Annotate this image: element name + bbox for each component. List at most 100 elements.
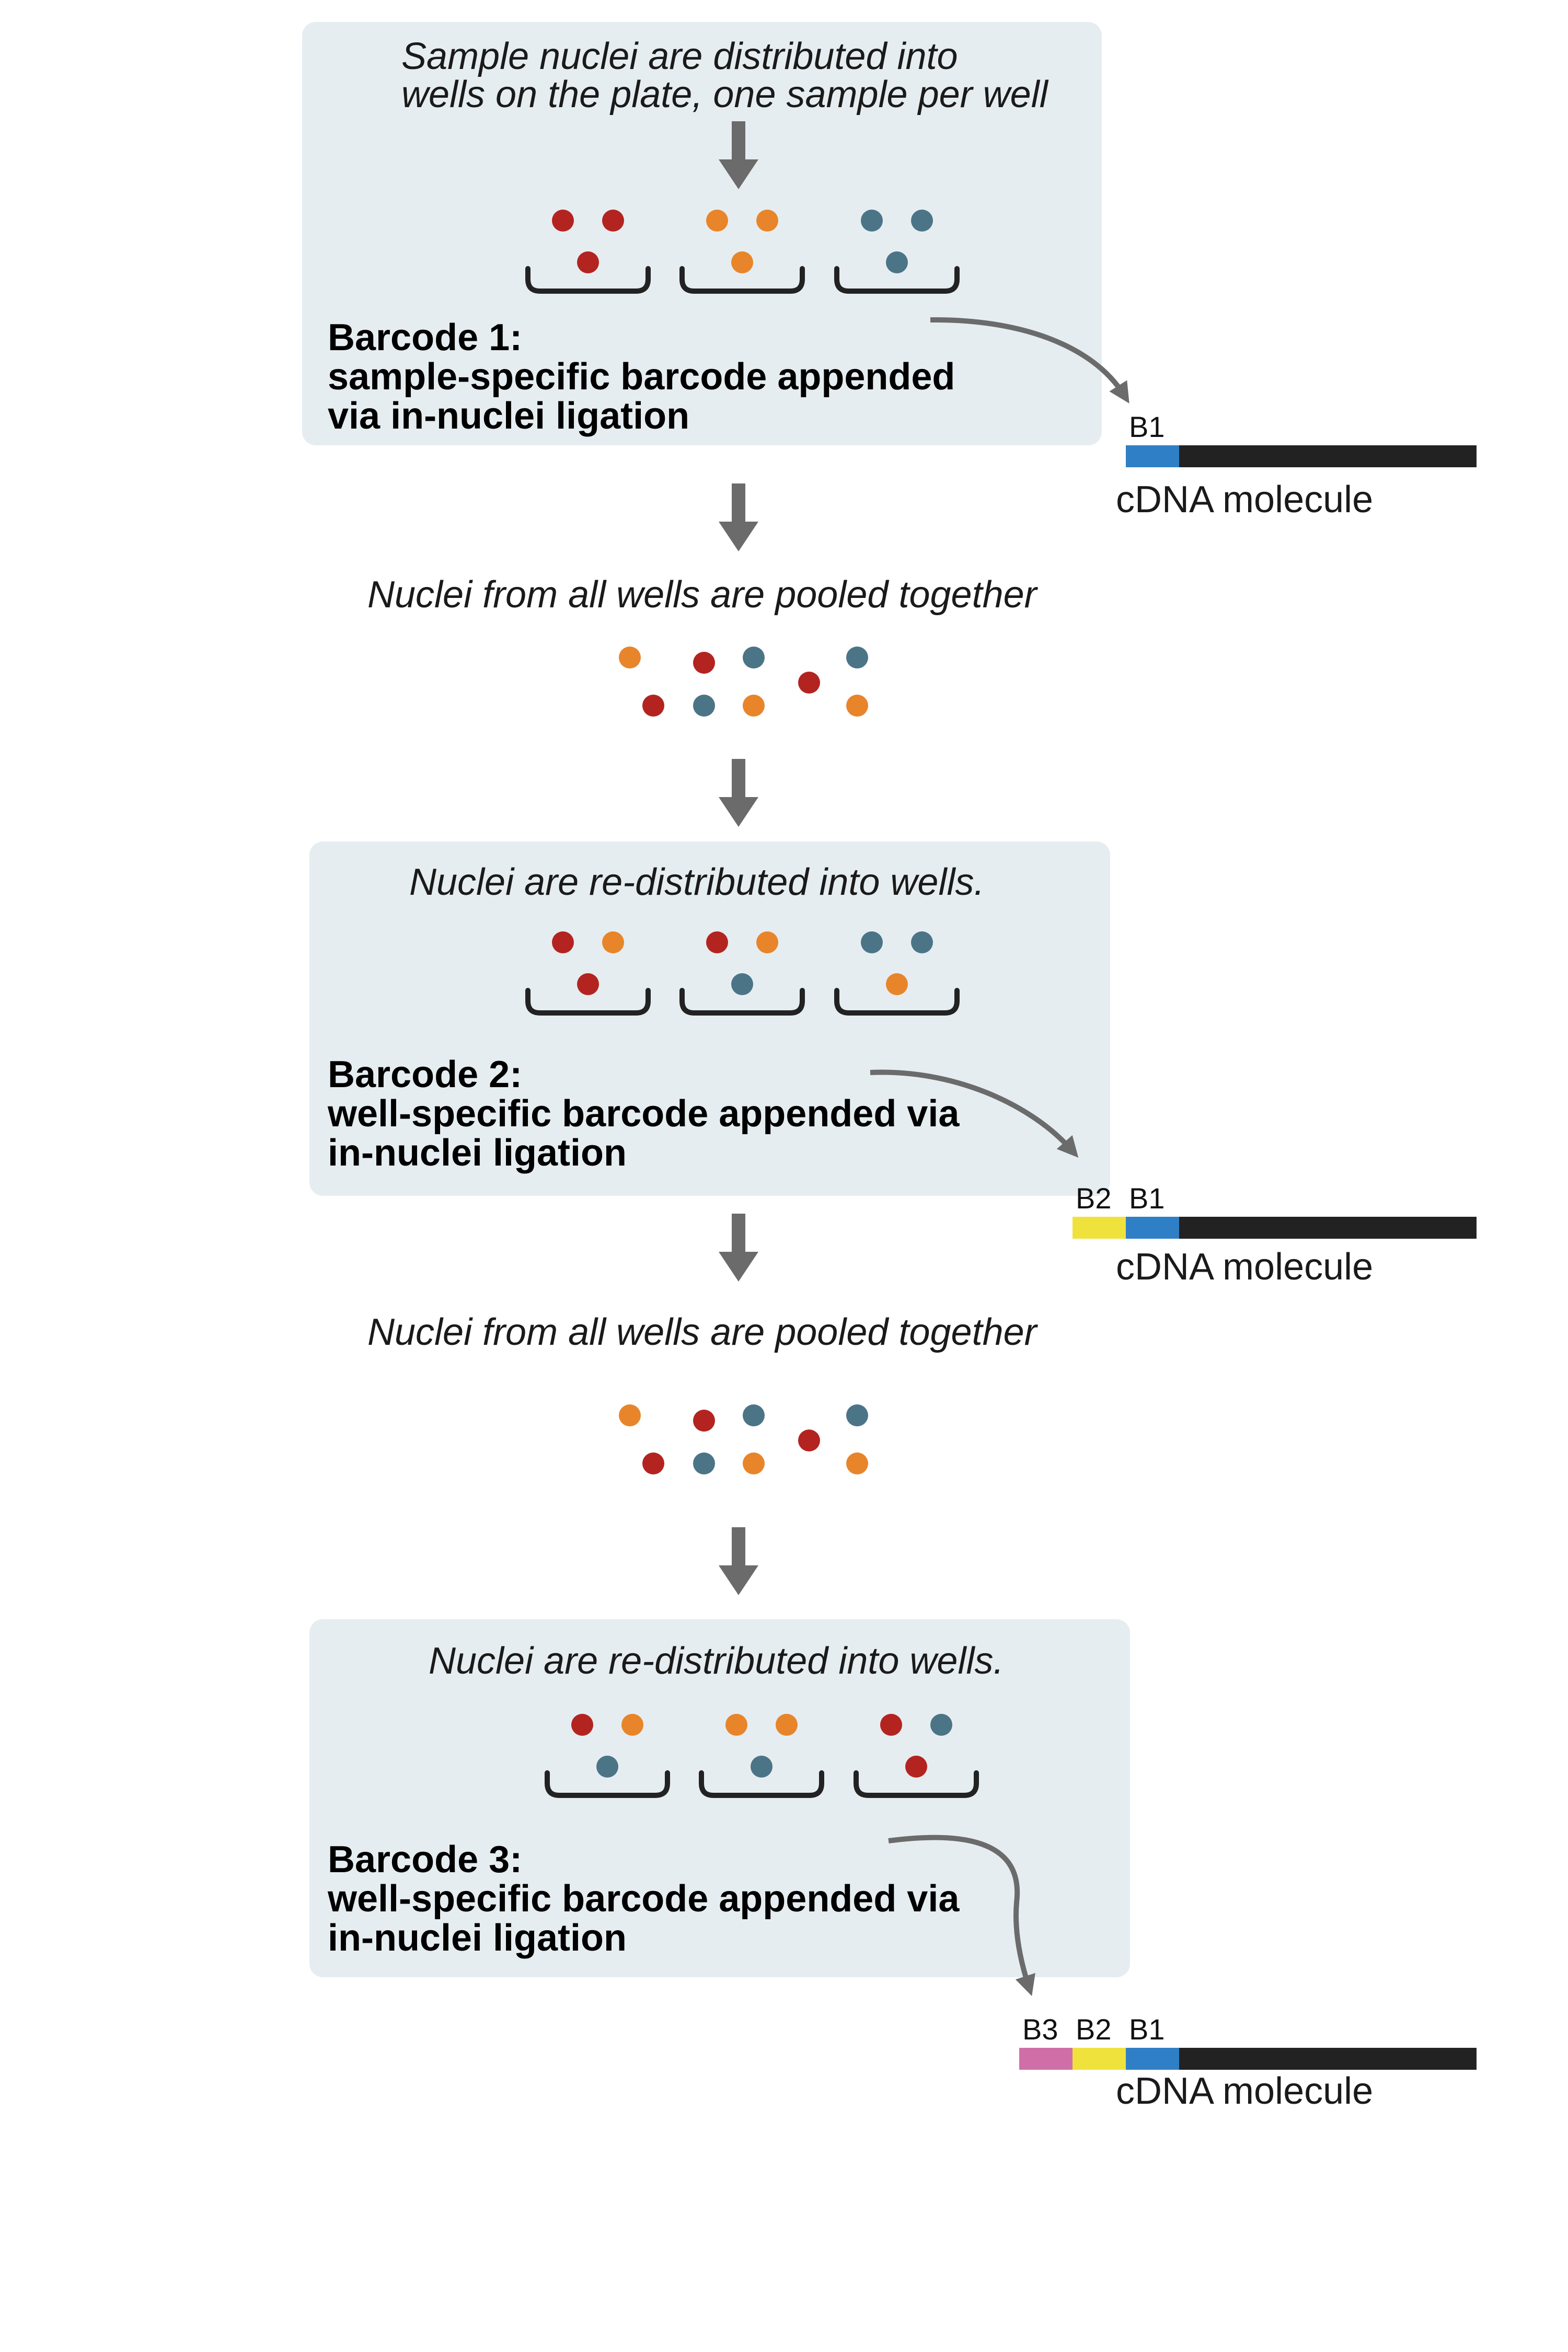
- well-bracket: [525, 266, 651, 294]
- barcode-segment-b2: [1073, 1217, 1126, 1239]
- down-arrow-icon: [719, 121, 758, 189]
- step3-panel: [309, 1619, 1130, 1977]
- curved-arrow-icon: [930, 317, 1129, 403]
- well: [834, 931, 960, 1016]
- down-arrow-icon: [719, 759, 758, 827]
- cdna-body: [1179, 2048, 1477, 2070]
- cdna-molecule-2: B2 B1: [1073, 1182, 1477, 1239]
- nucleus-dot: [596, 1756, 618, 1778]
- nucleus-dot: [552, 210, 574, 232]
- step2-wells: [525, 931, 960, 1016]
- nucleus-dot: [743, 647, 765, 668]
- well-bracket: [699, 1770, 824, 1798]
- curved-arrow-icon: [888, 1835, 1035, 1997]
- barcode-segment-b1: [1126, 2048, 1179, 2070]
- well-bracket: [525, 988, 651, 1016]
- barcode-segment-b3: [1019, 2048, 1073, 2070]
- well-bracket: [854, 1770, 979, 1798]
- nucleus-dot: [693, 695, 715, 717]
- well-bracket: [545, 1770, 670, 1798]
- cdna-body: [1179, 1217, 1477, 1239]
- nucleus-dot: [756, 931, 778, 953]
- barcode2-description-line2: in-nuclei ligation: [328, 1132, 627, 1174]
- nucleus-dot: [905, 1756, 927, 1778]
- nucleus-dot: [861, 931, 883, 953]
- barcode-segment-label: B1: [1129, 410, 1165, 443]
- barcode1-title: Barcode 1:: [328, 317, 522, 359]
- cdna-molecule-1: B1: [1126, 410, 1477, 467]
- nucleus-dot: [846, 1452, 868, 1474]
- nucleus-dot: [798, 1429, 820, 1451]
- pool1-caption: Nuclei from all wells are pooled togethe…: [367, 574, 1039, 616]
- nucleus-dot: [725, 1714, 747, 1736]
- nucleus-dot: [911, 210, 933, 232]
- nucleus-dot: [751, 1756, 773, 1778]
- nucleus-dot: [846, 647, 868, 668]
- step2-panel: [309, 841, 1110, 1196]
- nucleus-dot: [577, 251, 599, 273]
- cdna-molecule-3-label: cDNA molecule: [1116, 2070, 1373, 2112]
- cdna-molecule-1-label: cDNA molecule: [1116, 479, 1373, 521]
- barcode1-description-line2: via in-nuclei ligation: [328, 395, 689, 437]
- barcode3-description-line2: in-nuclei ligation: [328, 1917, 627, 1959]
- nucleus-dot: [776, 1714, 798, 1736]
- nucleus-dot: [846, 1404, 868, 1426]
- nucleus-dot: [621, 1714, 643, 1736]
- nucleus-dot: [911, 931, 933, 953]
- nucleus-dot: [798, 672, 820, 694]
- nucleus-dot: [886, 251, 908, 273]
- nucleus-dot: [642, 1452, 664, 1474]
- nucleus-dot: [743, 695, 765, 717]
- well-bracket: [834, 988, 960, 1016]
- barcode2-title: Barcode 2:: [328, 1054, 522, 1096]
- nucleus-dot: [693, 1452, 715, 1474]
- nucleus-dot: [571, 1714, 593, 1736]
- nucleus-dot: [602, 210, 624, 232]
- barcode-segment-label: B2: [1076, 1182, 1112, 1215]
- nucleus-dot: [731, 973, 753, 995]
- well: [525, 210, 651, 294]
- step1-caption-line2: wells on the plate, one sample per well: [401, 74, 1049, 116]
- well: [525, 931, 651, 1016]
- nucleus-dot: [846, 695, 868, 717]
- nucleus-dot: [731, 251, 753, 273]
- nucleus-dot: [552, 931, 574, 953]
- barcode3-title: Barcode 3:: [328, 1839, 522, 1881]
- step3-wells: [545, 1714, 979, 1798]
- nucleus-dot: [886, 973, 908, 995]
- down-arrow-icon: [719, 483, 758, 551]
- nucleus-dot: [619, 1404, 641, 1426]
- well: [854, 1714, 979, 1798]
- well: [679, 931, 805, 1016]
- nucleus-dot: [602, 931, 624, 953]
- pool2-caption: Nuclei from all wells are pooled togethe…: [367, 1311, 1039, 1353]
- nucleus-dot: [930, 1714, 952, 1736]
- cdna-body: [1179, 445, 1477, 467]
- step1-panel: [302, 22, 1102, 445]
- step2-caption: Nuclei are re-distributed into wells.: [409, 861, 984, 903]
- well-bracket: [679, 266, 805, 294]
- well-bracket: [834, 266, 960, 294]
- nucleus-dot: [642, 695, 664, 717]
- well: [699, 1714, 824, 1798]
- barcode2-description-line1: well-specific barcode appended via: [327, 1093, 960, 1135]
- nucleus-dot: [756, 210, 778, 232]
- down-arrow-icon: [719, 1527, 758, 1595]
- barcode-segment-label: B1: [1129, 1182, 1165, 1215]
- cdna-molecule-2-label: cDNA molecule: [1116, 1246, 1373, 1288]
- step1-caption-line1: Sample nuclei are distributed into: [401, 36, 958, 77]
- barcode1-description-line1: sample-specific barcode appended: [328, 356, 955, 398]
- well: [545, 1714, 670, 1798]
- nucleus-dot: [743, 1404, 765, 1426]
- barcode-segment-b1: [1126, 1217, 1179, 1239]
- curved-arrow-icon: [870, 1069, 1079, 1158]
- nucleus-dot: [861, 210, 883, 232]
- well: [834, 210, 960, 294]
- barcode-segment-b2: [1073, 2048, 1126, 2070]
- step3-caption: Nuclei are re-distributed into wells.: [429, 1640, 1004, 1682]
- pool2-nuclei: [619, 1404, 868, 1474]
- nucleus-dot: [693, 1410, 715, 1432]
- nucleus-dot: [706, 931, 728, 953]
- barcode-segment-label: B1: [1129, 2013, 1165, 2046]
